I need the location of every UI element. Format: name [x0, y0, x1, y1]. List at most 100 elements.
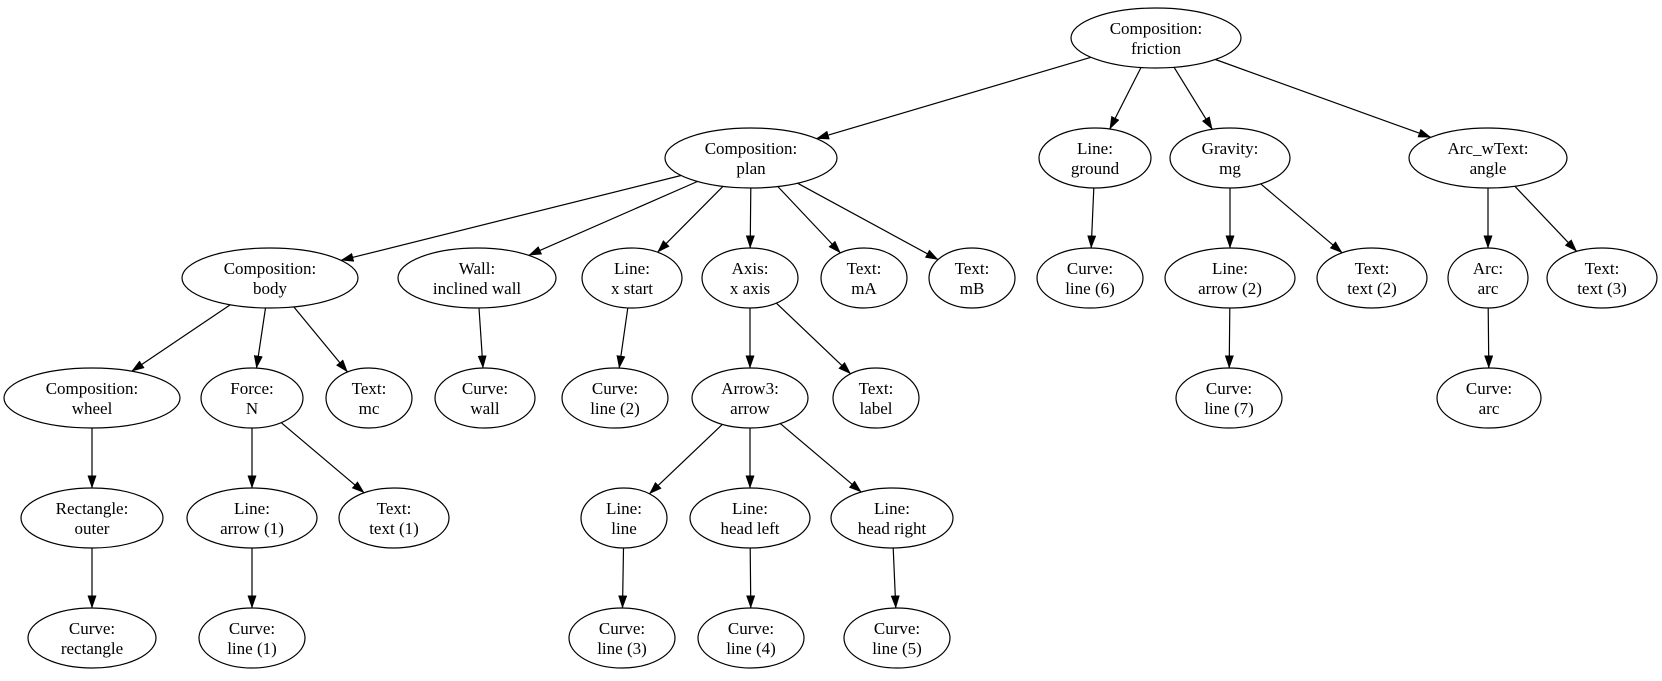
node-ellipse-line4	[697, 607, 805, 669]
node-label-arrow3: Arrow3:arrow	[721, 379, 779, 418]
node-arrow3: Arrow3:arrow	[691, 367, 809, 429]
node-label-inclined-wall: Wall:inclined wall	[433, 259, 522, 298]
node-name-line: wall	[470, 399, 500, 418]
node-label-wall: Curve:wall	[462, 379, 508, 418]
node-line5: Curve:line (5)	[843, 607, 951, 669]
edge-plan-to-x-start	[657, 185, 724, 253]
edge-plan-to-inclined-wall	[528, 180, 698, 256]
node-type-line: Composition:	[705, 139, 798, 158]
node-mA: Text:mA	[820, 247, 908, 309]
node-ellipse-line1	[198, 607, 306, 669]
node-name-line: line (2)	[590, 399, 640, 418]
node-name-line: angle	[1470, 159, 1507, 178]
node-ellipse-wheel	[3, 367, 181, 429]
edge-mg-to-text2	[1260, 183, 1343, 254]
node-type-line: Curve:	[599, 619, 645, 638]
node-ellipse-mB	[928, 247, 1016, 309]
node-type-line: Curve:	[229, 619, 275, 638]
node-ellipse-arrow3	[691, 367, 809, 429]
node-line1: Curve:line (1)	[198, 607, 306, 669]
node-ellipse-ground	[1038, 127, 1152, 189]
node-name-line: friction	[1131, 39, 1182, 58]
node-name-line: arc	[1478, 279, 1499, 298]
edge-head-right-to-line5	[890, 547, 900, 609]
edge-friction-to-ground	[1109, 67, 1142, 130]
node-text3: Text:text (3)	[1546, 247, 1658, 309]
node-ellipse-N	[200, 367, 304, 429]
node-label-arrow2: Line:arrow (2)	[1198, 259, 1262, 298]
node-type-line: Force:	[230, 379, 273, 398]
node-type-line: Line:	[874, 499, 910, 518]
node-outer: Rectangle:outer	[20, 487, 164, 549]
nodes-layer: Composition:frictionComposition:planLine…	[3, 7, 1658, 669]
node-label-text1: Text:text (1)	[369, 499, 419, 538]
node-type-line: Arc:	[1473, 259, 1503, 278]
node-label-angle: Arc_wText:angle	[1448, 139, 1529, 178]
node-arrow2: Line:arrow (2)	[1164, 247, 1296, 309]
node-wall: Curve:wall	[434, 367, 536, 429]
node-ellipse-label	[832, 367, 920, 429]
edge-friction-to-mg	[1173, 66, 1213, 130]
node-name-line: x start	[611, 279, 653, 298]
node-line3: Curve:line (3)	[568, 607, 676, 669]
node-type-line: Gravity:	[1202, 139, 1259, 158]
node-type-line: Arrow3:	[721, 379, 779, 398]
node-type-line: Text:	[847, 259, 882, 278]
node-ellipse-line2	[561, 367, 669, 429]
node-x-axis: Axis:x axis	[701, 247, 799, 309]
node-curve-arc: Curve:arc	[1436, 367, 1542, 429]
node-line4: Curve:line (4)	[697, 607, 805, 669]
node-line: Line:line	[580, 487, 668, 549]
node-type-line: Line:	[606, 499, 642, 518]
node-text1: Text:text (1)	[338, 487, 450, 549]
node-ellipse-wall	[434, 367, 536, 429]
node-ellipse-head-left	[689, 487, 811, 549]
node-ellipse-line3	[568, 607, 676, 669]
edge-plan-to-mB	[797, 182, 939, 261]
node-label-text3: Text:text (3)	[1577, 259, 1627, 298]
node-type-line: Line:	[732, 499, 768, 518]
node-label-head-right: Line:head right	[858, 499, 927, 538]
node-body: Composition:body	[181, 247, 359, 309]
node-name-line: rectangle	[61, 639, 123, 658]
node-type-line: Curve:	[592, 379, 638, 398]
node-label-text2: Text:text (2)	[1347, 259, 1397, 298]
node-rectangle: Curve:rectangle	[27, 607, 157, 669]
node-label-plan: Composition:plan	[705, 139, 798, 178]
node-mc: Text:mc	[325, 367, 413, 429]
node-name-line: line	[611, 519, 637, 538]
edge-body-to-N	[253, 307, 267, 369]
node-type-line: Curve:	[462, 379, 508, 398]
node-label-mc: Text:mc	[352, 379, 387, 418]
node-label: Text:label	[832, 367, 920, 429]
node-label-line7: Curve:line (7)	[1204, 379, 1254, 418]
node-inclined-wall: Wall:inclined wall	[397, 247, 557, 309]
node-type-line: Text:	[1355, 259, 1390, 278]
node-label-line6: Curve:line (6)	[1065, 259, 1115, 298]
node-label-curve-arc: Curve:arc	[1466, 379, 1512, 418]
node-name-line: plan	[736, 159, 766, 178]
node-type-line: Composition:	[46, 379, 139, 398]
node-mB: Text:mB	[928, 247, 1016, 309]
node-type-line: Line:	[234, 499, 270, 518]
node-label-friction: Composition:friction	[1110, 19, 1203, 58]
node-ellipse-plan	[664, 127, 838, 189]
node-name-line: body	[253, 279, 288, 298]
node-type-line: Arc_wText:	[1448, 139, 1529, 158]
node-ellipse-line7	[1175, 367, 1283, 429]
node-label-wheel: Composition:wheel	[46, 379, 139, 418]
node-type-line: Line:	[1077, 139, 1113, 158]
node-type-line: Line:	[1212, 259, 1248, 278]
node-name-line: line (6)	[1065, 279, 1115, 298]
edge-arc-to-curve-arc	[1484, 307, 1494, 369]
node-ellipse-mg	[1169, 127, 1291, 189]
node-name-line: line (4)	[726, 639, 776, 658]
node-line6: Curve:line (6)	[1036, 247, 1144, 309]
node-name-line: arrow	[730, 399, 770, 418]
edge-angle-to-text3	[1514, 185, 1578, 252]
node-wheel: Composition:wheel	[3, 367, 181, 429]
node-type-line: Composition:	[224, 259, 317, 278]
edge-body-to-mc	[293, 306, 348, 373]
node-type-line: Axis:	[732, 259, 769, 278]
node-label-line3: Curve:line (3)	[597, 619, 647, 658]
